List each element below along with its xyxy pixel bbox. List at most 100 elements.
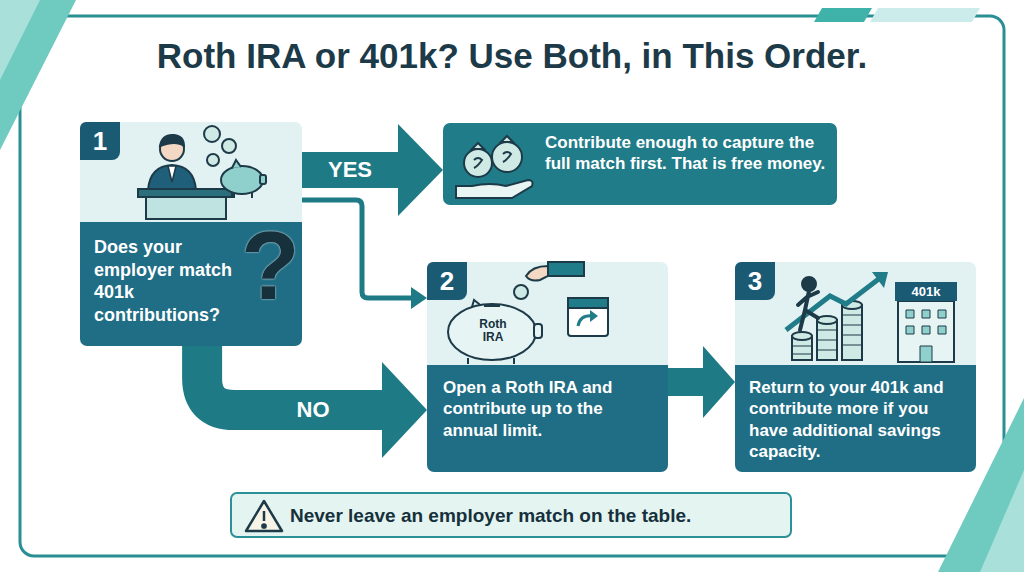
advisor-icon (260, 175, 266, 184)
growth-icon (786, 278, 880, 330)
advisor-icon (251, 192, 253, 198)
piggy-bank-icon (514, 285, 528, 299)
step-number: 1 (80, 122, 120, 160)
growth-icon (792, 315, 862, 354)
connector-arrow (302, 200, 427, 309)
question-panel: 1Does your employer match 401k contribut… (80, 122, 302, 346)
text-slot: 2 (427, 262, 467, 300)
text-slot: Open a Roth IRA and contribute up to the… (443, 377, 655, 441)
step-number: 2 (427, 262, 467, 300)
note-text: Never leave an employer match on the tab… (290, 504, 691, 528)
piggy-bank-icon (513, 358, 515, 364)
arrow-shaft (302, 200, 411, 298)
piggy-bank-icon (534, 324, 542, 338)
question-text: Does your employer match 401k contributi… (94, 236, 240, 326)
edge-label: YES (328, 159, 372, 181)
arrow-head (382, 362, 427, 458)
step-panel: 3 401kReturn to your 401k and contribute … (735, 262, 976, 472)
corner-decoration (870, 8, 980, 22)
arrow-shaft (202, 346, 382, 410)
text-slot: Does your employer match 401k contributi… (94, 236, 240, 326)
advisor-icon (148, 165, 196, 190)
piggy-bank-icon (448, 304, 536, 360)
advisor-icon (146, 197, 226, 219)
text-slot: Contribute enough to capture the full ma… (545, 133, 827, 174)
growth-icon (842, 301, 862, 309)
step-panel: 2Roth IRA Open a Roth IRA and contribute … (427, 262, 668, 472)
piggy-bank-icon (568, 298, 608, 336)
diagram-title: Roth IRA or 401k? Use Both, in This Orde… (0, 34, 1024, 78)
piggy-bank-icon (448, 262, 608, 364)
growth-icon (817, 320, 837, 360)
money-bag-icon (501, 136, 513, 142)
advisor-icon (138, 126, 266, 219)
corner-decoration (980, 470, 1024, 572)
piggy-bank-icon (568, 298, 608, 308)
arrow-head (398, 124, 443, 216)
edge-label: NO (297, 399, 330, 421)
arrow-shaft (668, 368, 703, 396)
corner-decoration (0, 0, 76, 150)
warning-icon (246, 501, 282, 531)
growth-icon (792, 332, 812, 340)
warning-icon (262, 524, 265, 527)
piggy-bank-icon (467, 358, 469, 364)
arrow-head (411, 287, 427, 309)
money-bag-icon (472, 143, 484, 149)
warning-icon (263, 511, 266, 521)
growth-icon (906, 310, 946, 362)
connector-arrow (202, 346, 427, 458)
text-slot: NO (297, 399, 330, 421)
advisor-icon (204, 126, 220, 142)
advisor-icon (160, 137, 184, 161)
frame-border (20, 16, 1004, 556)
money-bag-icon (492, 142, 522, 172)
growth-icon (802, 277, 816, 291)
advisor-icon (232, 160, 241, 168)
piggy-bank-icon (578, 316, 594, 326)
advisor-icon (168, 166, 176, 182)
text-slot: Roth IRA or 401k? Use Both, in This Orde… (0, 34, 1024, 78)
advisor-icon (222, 139, 236, 153)
building-sign: 401k (895, 282, 957, 301)
text-slot: ? (241, 218, 300, 314)
piggy-bank-label: Roth IRA (471, 318, 515, 343)
text-slot: YES (328, 159, 372, 181)
frame-border (20, 16, 1004, 556)
text-slot: 1 (80, 122, 120, 160)
piggy-bank-icon (470, 300, 484, 314)
growth-icon (842, 305, 862, 360)
question-mark: ? (241, 218, 300, 314)
growth-icon (798, 291, 818, 330)
money-bag-icon (474, 158, 482, 168)
warning-icon (246, 501, 282, 531)
advisor-icon (231, 192, 233, 198)
money-bag-icon (456, 136, 533, 198)
growth-icon (817, 316, 837, 324)
text-slot: 401k (895, 282, 957, 301)
connector-arrow (668, 346, 735, 418)
growth-icon (898, 301, 954, 362)
step-number: 3 (735, 262, 775, 300)
growth-icon (872, 272, 888, 288)
money-bag-icon (503, 152, 511, 162)
corner-decoration (814, 8, 872, 22)
piggy-bank-icon (526, 266, 548, 281)
advisor-icon (160, 135, 184, 146)
money-bag-icon (464, 149, 492, 177)
piggy-bank-icon (548, 262, 584, 276)
growth-icon (786, 272, 954, 362)
text-slot: Return to your 401k and contribute more … (749, 377, 963, 462)
advisor-icon (207, 154, 219, 166)
arrow-shaft (302, 152, 398, 188)
money-bag-icon (456, 180, 533, 198)
step-text: Open a Roth IRA and contribute up to the… (443, 377, 655, 441)
piggy-bank-icon (590, 310, 598, 322)
note-box: Never leave an employer match on the tab… (230, 492, 792, 538)
advisor-icon (221, 166, 263, 194)
step-text: Return to your 401k and contribute more … (749, 377, 963, 462)
text-slot: 3 (735, 262, 775, 300)
